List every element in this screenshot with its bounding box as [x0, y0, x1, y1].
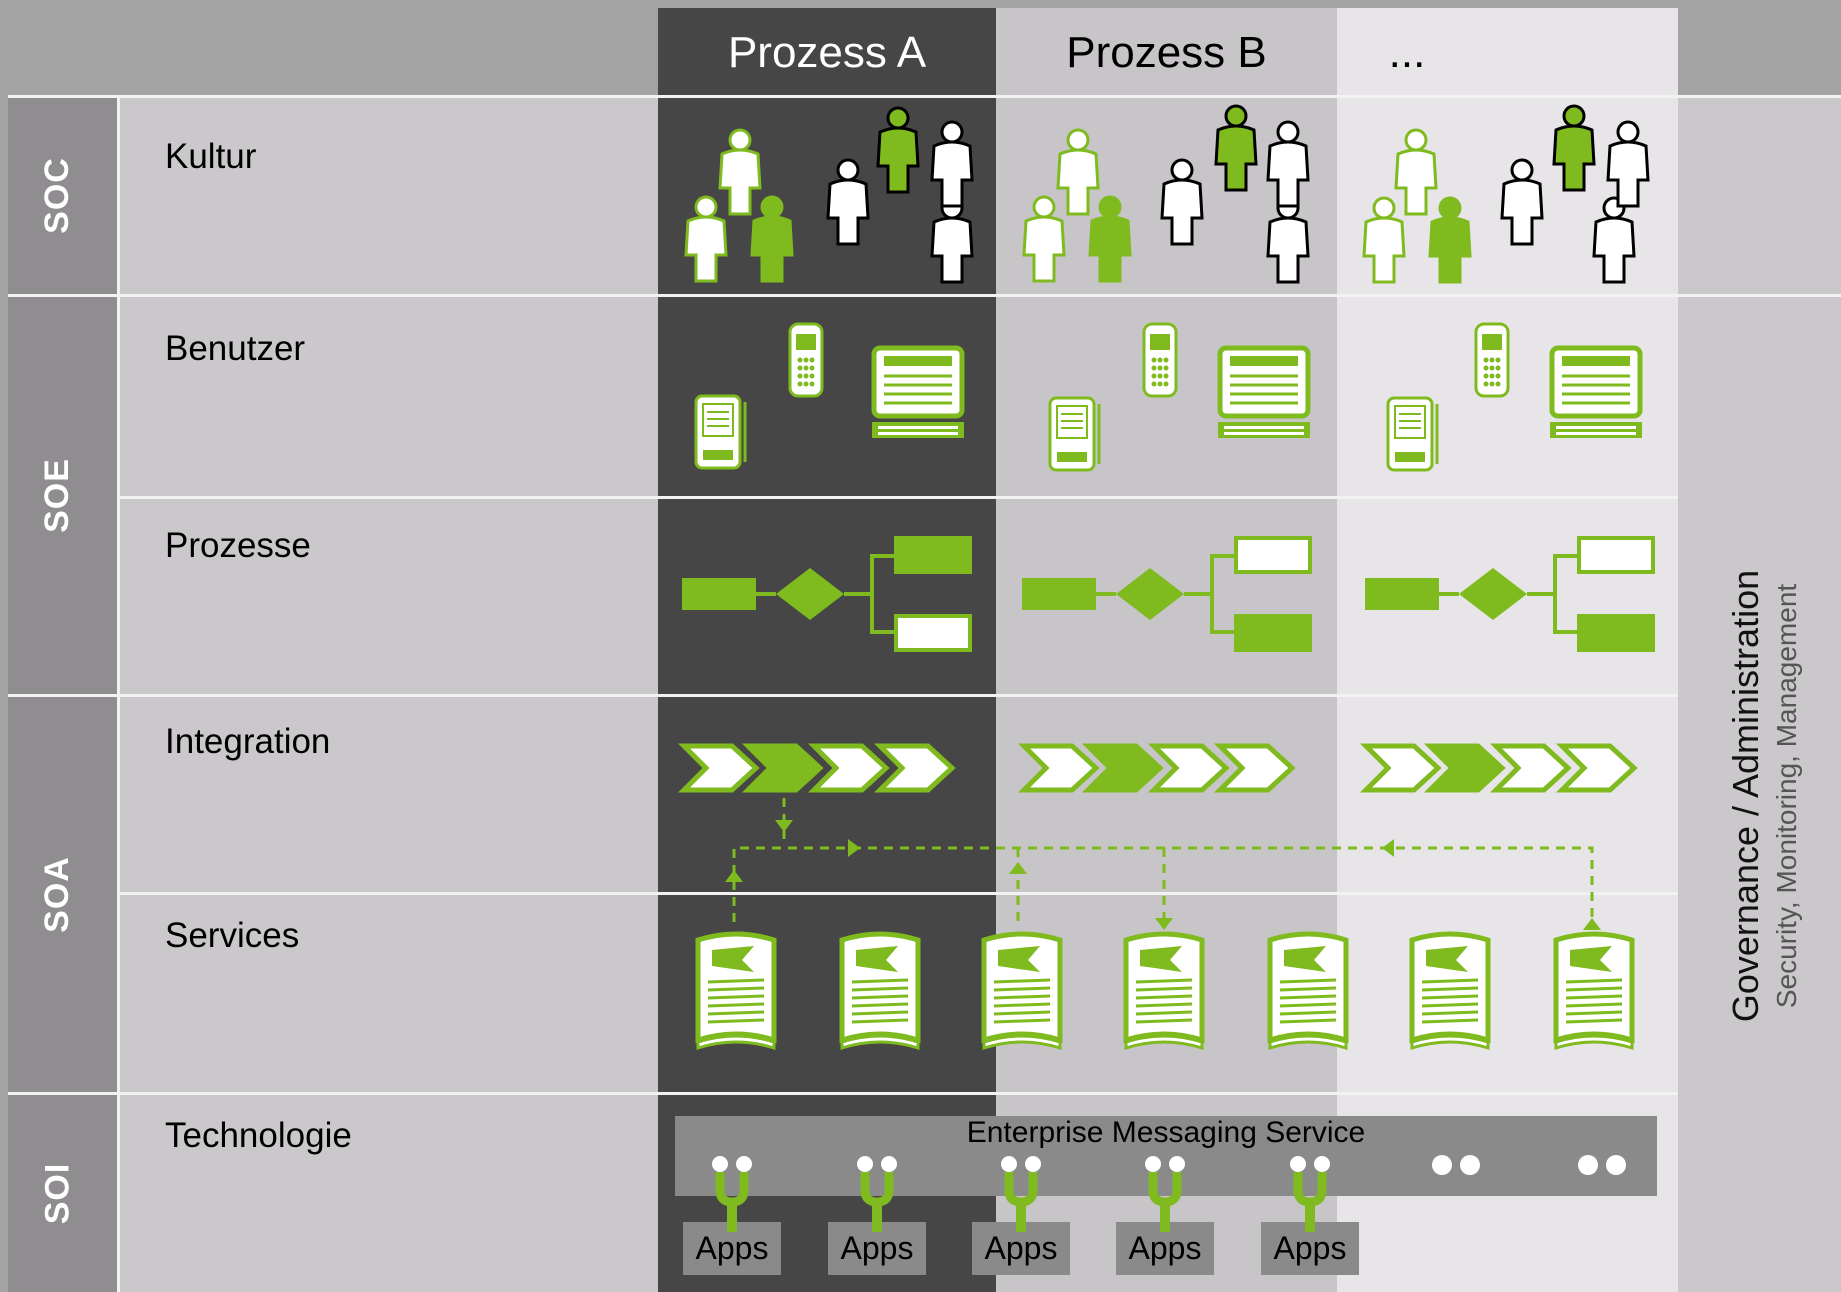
- service-document-icon: [984, 934, 1060, 1048]
- mobile-phone-icon: [1142, 322, 1178, 398]
- people-group-a: [684, 106, 974, 284]
- row-label-benutzer: Benutzer: [165, 329, 306, 368]
- service-document-icon: [842, 934, 918, 1048]
- enterprise-messaging-bus: Enterprise Messaging Service: [675, 1116, 1657, 1196]
- row-label-kultur: Kultur: [165, 137, 257, 176]
- mobile-phone-icon: [788, 322, 824, 398]
- mobile-phone-icon: [1474, 322, 1510, 398]
- service-document-icon: [1412, 934, 1488, 1048]
- terminal-icon: [872, 348, 964, 438]
- process-flow-icon: [1020, 536, 1312, 652]
- more-connector-dots: [1432, 1155, 1626, 1175]
- row-label-prozesse: Prozesse: [165, 526, 311, 565]
- service-document-icon: [1556, 934, 1632, 1048]
- connector-icon: [1290, 1156, 1330, 1232]
- chevron-arrow-icon: [1024, 746, 1096, 790]
- row-divider: [8, 95, 1841, 98]
- connector-icon: [857, 1156, 897, 1232]
- row-label-technologie: Technologie: [165, 1116, 352, 1155]
- process-flow-icon: [680, 536, 972, 652]
- person-icon: [1500, 158, 1544, 246]
- link-arrowheads: [725, 820, 1601, 930]
- person-icon: [1606, 120, 1650, 208]
- chevron-arrow-icon: [1154, 746, 1226, 790]
- row-divider: [120, 892, 1678, 895]
- person-icon: [750, 195, 794, 283]
- header-process-more: ...: [1388, 27, 1426, 77]
- chevron-arrow-icon: [1496, 746, 1568, 790]
- person-icon: [1214, 104, 1258, 192]
- row-label-integration: Integration: [165, 722, 331, 761]
- bus-connectors: [712, 1155, 1626, 1232]
- services-row: [698, 934, 1632, 1048]
- service-document-icon: [1126, 934, 1202, 1048]
- pda-icon: [694, 394, 747, 470]
- row-label-services: Services: [165, 916, 300, 955]
- chevron-arrow-icon: [814, 746, 886, 790]
- chevron-arrow-icon: [1366, 746, 1438, 790]
- person-icon: [876, 106, 920, 194]
- header-process-a: Prozess A: [727, 27, 927, 77]
- person-icon: [684, 195, 728, 283]
- person-icon: [1056, 128, 1100, 216]
- row-divider: [120, 496, 1678, 499]
- person-icon: [1394, 128, 1438, 216]
- integration-chain-a: [684, 746, 952, 790]
- pda-icon: [1386, 396, 1439, 472]
- people-group-more: [1362, 104, 1650, 284]
- devices-b: [1048, 322, 1310, 472]
- people-group-b: [1022, 104, 1310, 284]
- bus-label: Enterprise Messaging Service: [966, 1116, 1366, 1149]
- pda-icon: [1048, 396, 1101, 472]
- person-icon: [1592, 196, 1636, 284]
- side-divider: [117, 97, 120, 1292]
- connector-icon: [1001, 1156, 1041, 1232]
- person-icon: [1160, 158, 1204, 246]
- connector-icon: [712, 1156, 752, 1232]
- connector-icon: [1145, 1156, 1185, 1232]
- service-links: [732, 798, 1594, 922]
- chevron-arrow-icon: [1562, 746, 1634, 790]
- person-icon: [1428, 196, 1472, 284]
- person-icon: [1266, 120, 1310, 208]
- devices-more: [1386, 322, 1642, 472]
- person-icon: [1266, 196, 1310, 284]
- chevron-arrow-icon: [684, 746, 756, 790]
- row-divider: [8, 294, 1841, 297]
- person-icon: [930, 196, 974, 284]
- person-icon: [826, 158, 870, 246]
- person-icon: [1362, 196, 1406, 284]
- header-process-b: Prozess B: [1066, 27, 1267, 77]
- person-icon: [718, 128, 762, 216]
- person-icon: [1088, 195, 1132, 283]
- person-icon: [1022, 195, 1066, 283]
- service-document-icon: [1270, 934, 1346, 1048]
- process-flow-icon: [1363, 536, 1655, 652]
- integration-chain-more: [1366, 746, 1634, 790]
- integration-chain-b: [1024, 746, 1292, 790]
- row-divider: [8, 1092, 1678, 1095]
- terminal-icon: [1550, 348, 1642, 438]
- person-icon: [930, 120, 974, 208]
- chevron-arrow-icon: [1220, 746, 1292, 790]
- chevron-arrow-icon: [880, 746, 952, 790]
- terminal-icon: [1218, 348, 1310, 438]
- devices-a: [694, 322, 964, 470]
- row-divider: [8, 694, 1678, 697]
- service-document-icon: [698, 934, 774, 1048]
- person-icon: [1552, 104, 1596, 192]
